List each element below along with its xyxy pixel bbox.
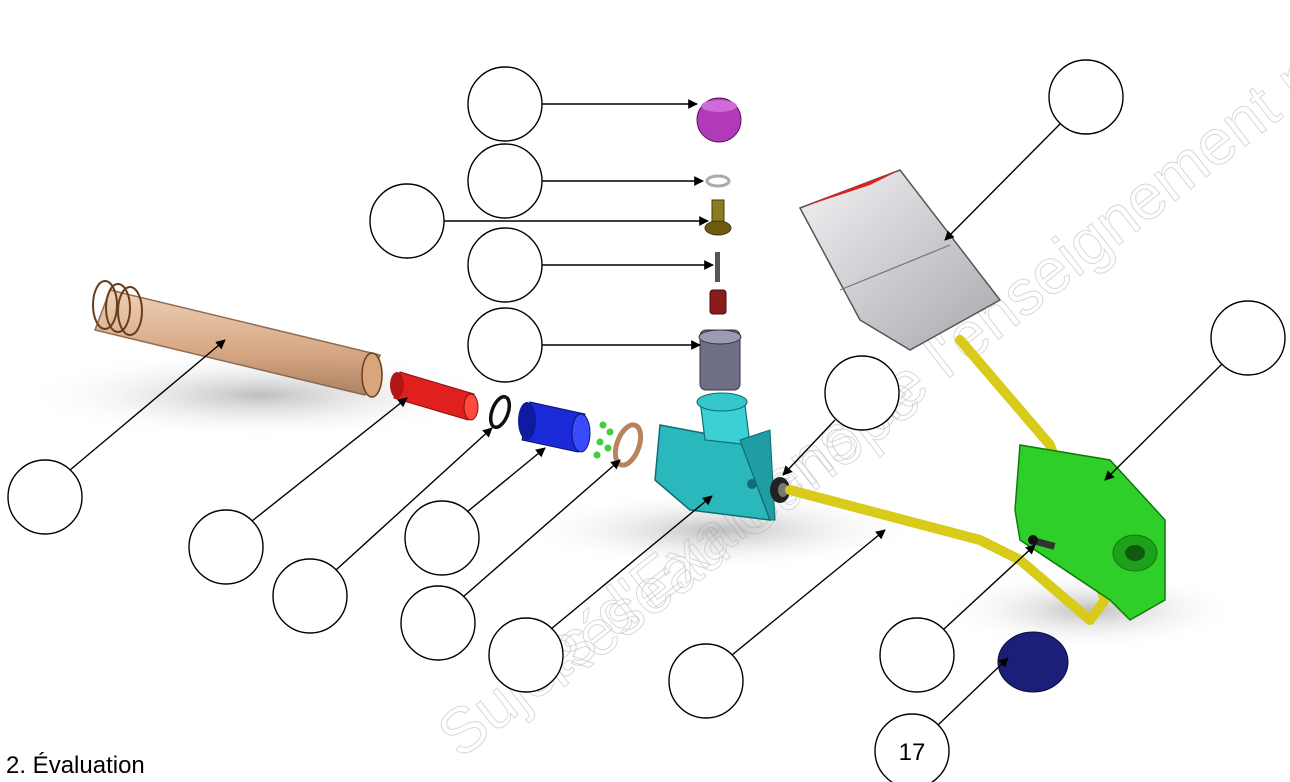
part-blue-body <box>518 401 591 453</box>
part-balls <box>593 421 614 459</box>
callout-bubble-washer <box>400 585 476 661</box>
part-purple-cap <box>696 97 742 143</box>
part-nut <box>770 477 790 503</box>
callout-label-17: 17 <box>899 739 926 766</box>
part-stem-stack <box>704 174 732 315</box>
callout-bubble-purple-cap <box>467 66 543 142</box>
part-red-cylinder <box>390 371 479 421</box>
callout-bubble-nut <box>824 355 900 431</box>
part-gray-box <box>798 169 1002 351</box>
callout-bubble-red-cylinder <box>188 509 264 585</box>
part-screw <box>1028 535 1056 550</box>
part-o-ring <box>488 394 512 430</box>
callout-bubble-blue-part <box>404 500 480 576</box>
part-tube <box>92 280 383 398</box>
callout-bubble-stem <box>369 183 445 259</box>
callout-bubble-screw <box>879 617 955 693</box>
callout-bubble-top-washer <box>467 143 543 219</box>
callout-bubble-o-ring <box>272 558 348 634</box>
callout-bubble-tube <box>7 459 83 535</box>
callout-bubble-rod <box>668 643 744 719</box>
section-heading: 2. Évaluation <box>6 752 145 779</box>
callout-bubble-bracket <box>1210 300 1286 376</box>
callout-bubble-17 <box>874 713 950 782</box>
callouts <box>7 59 1286 782</box>
callout-bubble-sleeve <box>467 307 543 383</box>
callout-bubble-gray-box <box>1048 59 1124 135</box>
part-yellow-rod <box>785 335 1110 625</box>
callout-bubble-spring <box>467 227 543 303</box>
part-navy-disc <box>997 631 1069 693</box>
part-green-bracket <box>1014 444 1166 621</box>
part-cyan-body <box>654 329 776 521</box>
callout-bubble-cyan-body <box>488 617 564 693</box>
part-washer <box>612 422 644 468</box>
shadow-center <box>520 490 920 570</box>
